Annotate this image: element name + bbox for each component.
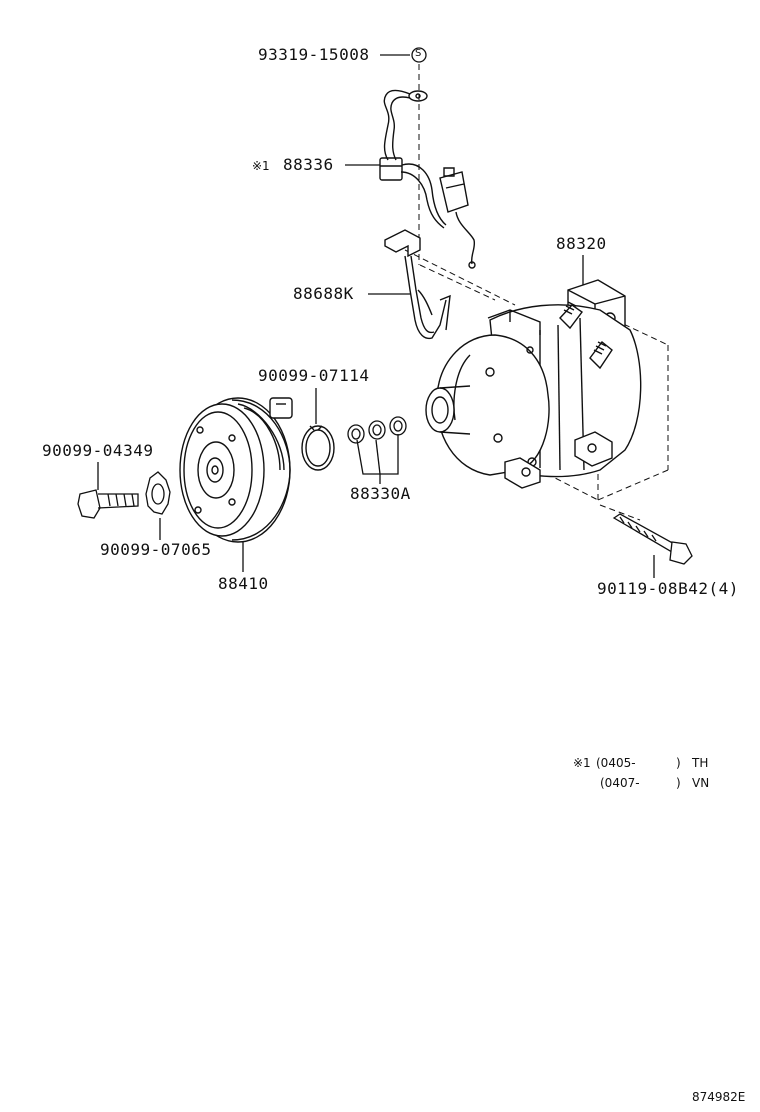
note-line2-code: VN — [692, 776, 710, 790]
compressor-body — [426, 280, 641, 488]
note-line1-mark: ※1 — [573, 756, 591, 770]
label-90099-07114: 90099-07114 — [258, 366, 370, 385]
note-line2-close: ) — [676, 776, 681, 790]
label-90099-07065: 90099-07065 — [100, 540, 212, 559]
bracket — [385, 230, 450, 338]
label-88336: 88336 — [283, 155, 334, 174]
s-symbol-label: S — [415, 48, 422, 59]
lock-washer — [146, 472, 170, 514]
shims — [348, 417, 406, 443]
leader-lines — [98, 55, 654, 578]
note-line1-range: (0405- — [596, 756, 636, 770]
ground-bolt — [412, 48, 426, 62]
diagram-code: 874982E — [692, 1090, 746, 1104]
label-93319-15008: 93319-15008 — [258, 45, 370, 64]
wire-harness — [380, 90, 475, 268]
clutch-pulley — [180, 398, 292, 542]
short-bolt — [78, 490, 138, 518]
long-bolt — [614, 514, 692, 564]
snap-ring — [302, 426, 334, 470]
label-88410: 88410 — [218, 574, 269, 593]
label-88320: 88320 — [556, 234, 607, 253]
note-line1-code: TH — [692, 756, 709, 770]
label-88336-mark: ※1 — [252, 159, 270, 173]
label-88688K: 88688K — [293, 284, 354, 303]
label-88330A: 88330A — [350, 484, 411, 503]
label-90119-08B42: 90119-08B42(4) — [597, 579, 739, 598]
note-line1-close: ) — [676, 756, 681, 770]
label-90099-04349: 90099-04349 — [42, 441, 154, 460]
note-line2-range: (0407- — [600, 776, 640, 790]
